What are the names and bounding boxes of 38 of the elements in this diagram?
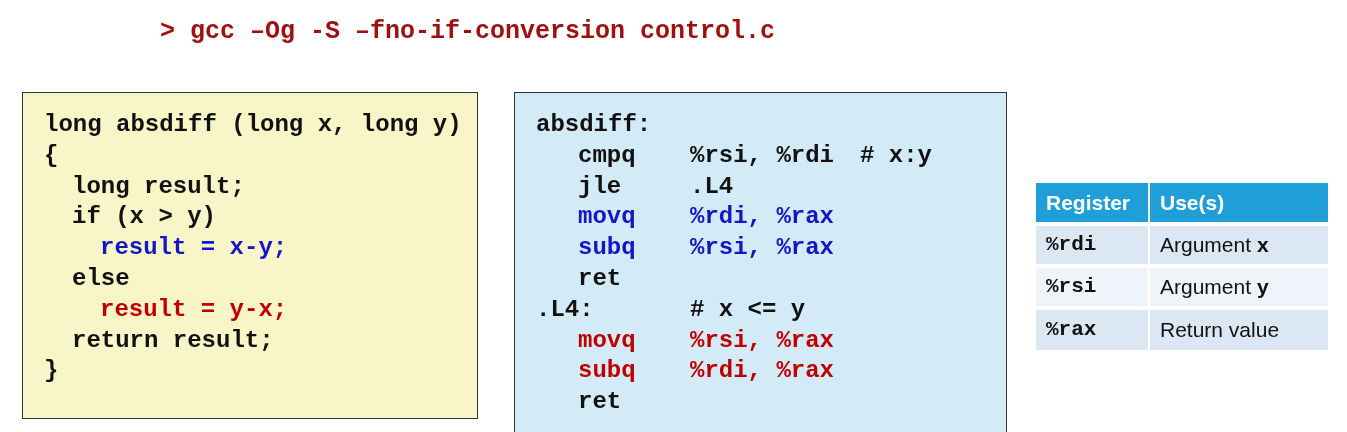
code-text: .L4	[690, 172, 734, 200]
code-panel	[514, 92, 1007, 432]
code-text: }	[44, 357, 59, 385]
code-text: ret	[578, 265, 622, 292]
code-text: subq	[578, 357, 636, 385]
code-text: # x <= y	[690, 295, 806, 323]
code-text: result = x-y;	[100, 234, 288, 262]
command-line: > gcc –Og -S –fno-if-conversion control.c	[160, 17, 776, 46]
table-cell: %rax	[1036, 310, 1148, 350]
code-text: jle	[578, 172, 622, 200]
table-cell: %rdi	[1036, 226, 1148, 264]
code-text: .L4:	[536, 295, 594, 323]
code-text: cmpq	[578, 141, 636, 169]
table-cell: Argument x	[1150, 226, 1328, 264]
code-text: result = y-x;	[100, 295, 288, 323]
code-text: movq	[578, 326, 636, 354]
table-cell: Argument y	[1150, 268, 1328, 306]
table-header-cell: Register	[1036, 183, 1148, 222]
code-text: absdiff:	[536, 111, 652, 138]
code-text: {	[44, 141, 59, 169]
code-text: %rsi, %rdi	[690, 141, 835, 169]
table-header-cell: Use(s)	[1150, 183, 1328, 222]
code-text: else	[72, 265, 130, 292]
code-text: return result;	[72, 326, 274, 354]
code-text: if (x > y)	[72, 203, 217, 231]
code-text: %rsi, %rax	[690, 234, 835, 262]
code-text: long absdiff (long x, long y)	[44, 111, 462, 138]
code-text: %rdi, %rax	[690, 203, 835, 231]
code-text: subq	[578, 234, 636, 262]
code-panel	[22, 92, 478, 419]
code-text: %rdi, %rax	[690, 357, 835, 385]
code-text: %rsi, %rax	[690, 326, 835, 354]
table-cell: %rsi	[1036, 268, 1148, 306]
code-text: movq	[578, 203, 636, 231]
table-cell: Return value	[1150, 310, 1328, 350]
code-text: ret	[578, 388, 622, 416]
code-text: # x:y	[860, 141, 932, 169]
code-text: long result;	[72, 172, 245, 200]
